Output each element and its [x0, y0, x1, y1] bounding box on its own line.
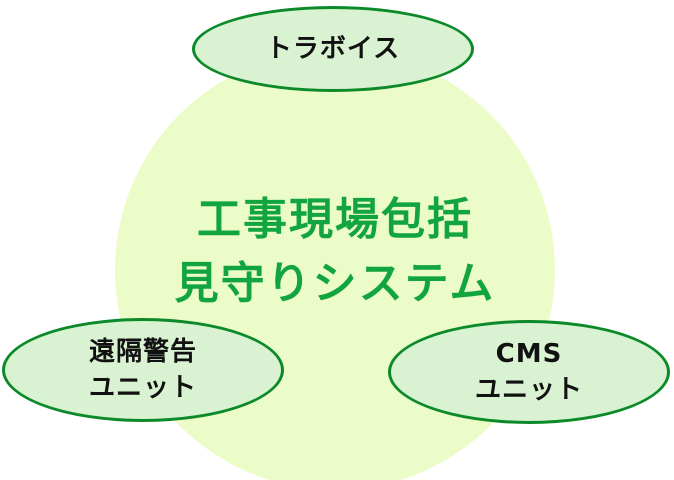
node-cms-label-2: ユニット — [474, 375, 583, 405]
node-remote-warning-label-1: 遠隔警告 — [88, 337, 197, 367]
system-title-line-1: 工事現場包括 — [197, 194, 473, 245]
node-travoice: トラボイス — [192, 6, 474, 92]
node-remote-warning-label-2: ユニット — [88, 373, 197, 403]
system-title: 工事現場包括 見守りシステム — [115, 188, 555, 316]
node-travoice-label: トラボイス — [265, 34, 401, 64]
node-cms-label-1: CMS — [495, 339, 563, 369]
node-remote-warning-unit: 遠隔警告 ユニット — [2, 318, 284, 422]
node-cms-unit: CMS ユニット — [388, 320, 670, 424]
system-title-line-2: 見守りシステム — [174, 258, 496, 309]
